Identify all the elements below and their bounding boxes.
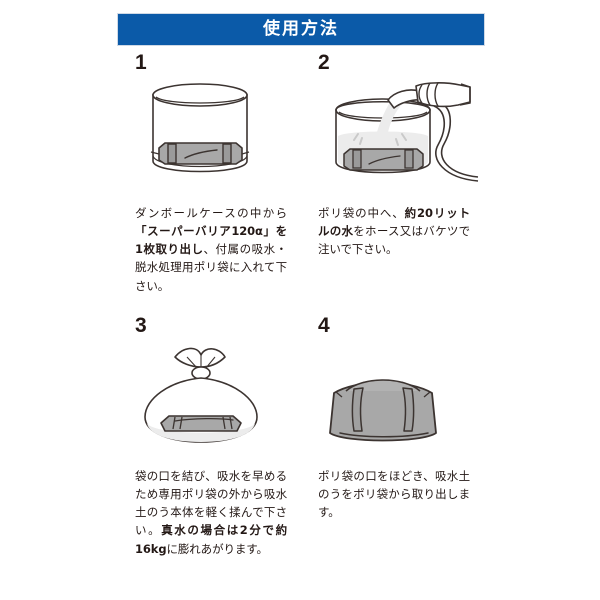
step-3-illustration: [135, 341, 317, 459]
emphasis-text: 「スーパーバリア120α」を1枚取り出し: [135, 224, 287, 257]
step-1-number: 1: [135, 51, 147, 74]
expanded-sandbag-icon: [329, 379, 437, 442]
step-2: 2: [318, 52, 500, 258]
step-4: 4: [318, 315, 500, 521]
step-2-description: ポリ袋の中へ、約20リットルの水をホース又はバケツで注いで下さい。: [318, 204, 470, 258]
step-4-description: ポリ袋の口をほどき、吸水土のうをポリ袋から取り出します。: [318, 467, 470, 521]
cardboard-pack-in-plastic-bag-icon: [150, 83, 250, 173]
body-text: に膨れあがります。: [166, 541, 268, 556]
emphasis-text: 約20リットルの水: [318, 206, 470, 239]
step-3-number: 3: [135, 314, 147, 337]
page-title: 使用方法: [263, 19, 339, 39]
step-1: 1: [135, 52, 317, 295]
step-4-illustration: [318, 341, 500, 459]
body-text: 袋の口を結び、吸水を早めるため専用ポリ袋の外から吸水土のう本体を軽く揉んで下さい…: [135, 469, 287, 538]
hand-pouring-water-from-hose-into-bag-icon: [335, 82, 479, 182]
body-text: 、付属の吸水・脱水処理用ポリ袋に入れて下さい。: [135, 242, 287, 293]
emphasis-text: 真水の場合は2分で約16kg: [135, 523, 287, 556]
body-text: ポリ袋の口をほどき、吸水土のうをポリ袋から取り出します。: [318, 469, 470, 520]
body-text: をホース又はバケツで注いで下さい。: [318, 224, 470, 257]
step-3-description: 袋の口を結び、吸水を早めるため専用ポリ袋の外から吸水土のう本体を軽く揉んで下さい…: [135, 467, 287, 558]
step-2-illustration: [318, 78, 500, 196]
step-2-number: 2: [318, 51, 330, 74]
section-header-banner: 使用方法: [117, 13, 485, 46]
step-1-description: ダンボールケースの中から「スーパーバリア120α」を1枚取り出し、付属の吸水・脱…: [135, 204, 287, 295]
step-4-number: 4: [318, 314, 330, 337]
tied-bag-with-sandbag-inside-icon: [144, 347, 258, 443]
body-text: ポリ袋の中へ、: [318, 206, 405, 220]
step-3: 3: [135, 315, 317, 558]
step-1-illustration: [135, 78, 317, 196]
body-text: ダンボールケースの中から: [135, 206, 287, 220]
